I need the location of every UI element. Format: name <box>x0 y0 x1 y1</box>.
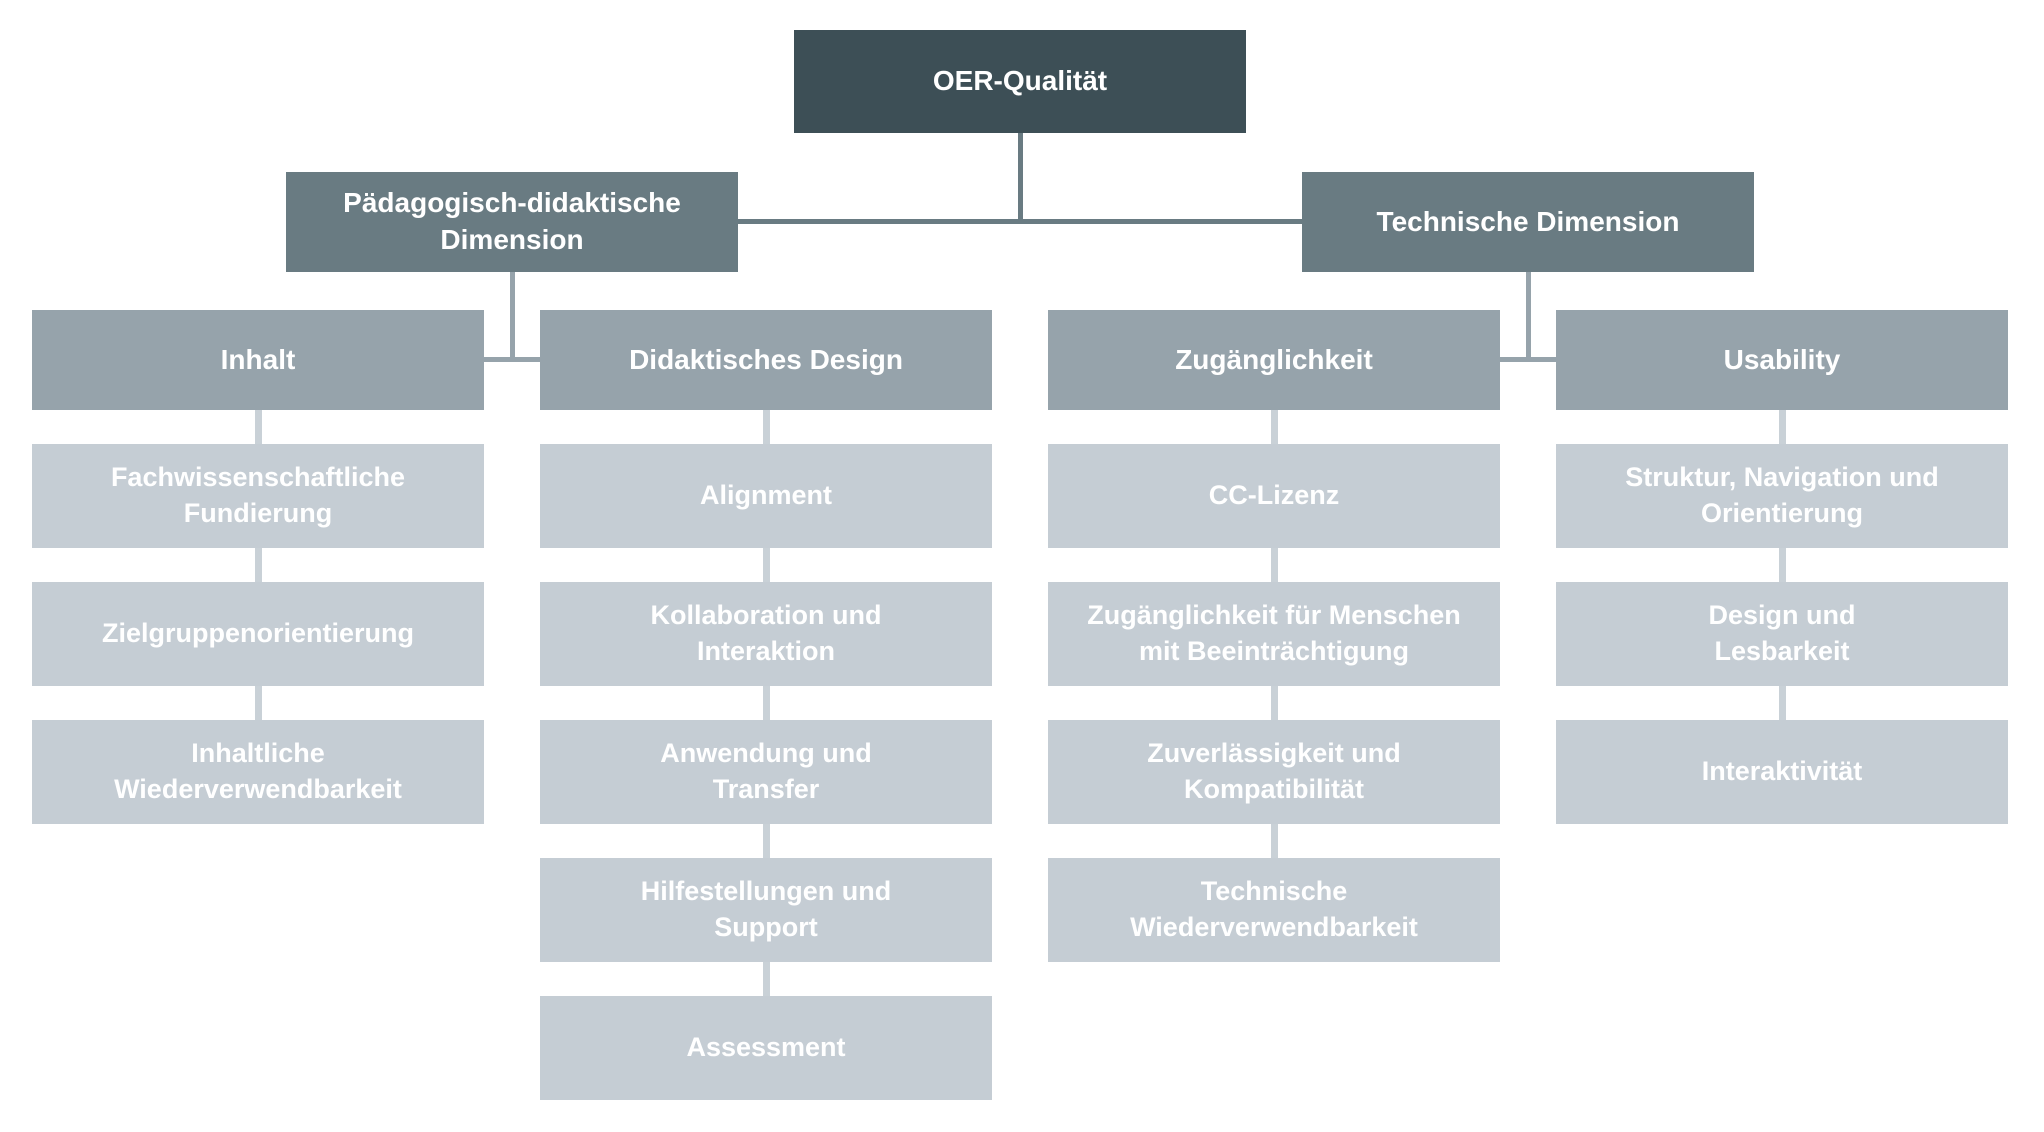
item-node-zugaenglichkeit-fuer-menschen: Zugänglichkeit für Menschen mit Beeinträ… <box>1048 582 1500 686</box>
item-node-anwendung-und-transfer: Anwendung und Transfer <box>540 720 992 824</box>
connector-stub <box>762 962 770 996</box>
item-node-cc-lizenz: CC-Lizenz <box>1048 444 1500 548</box>
connector-stub <box>762 410 770 444</box>
connector-stub <box>1778 548 1786 582</box>
connector-stub <box>1270 410 1278 444</box>
connector-stub <box>1270 824 1278 858</box>
connector-stub <box>254 686 262 720</box>
item-node-design-und-lesbarkeit: Design und Lesbarkeit <box>1556 582 2008 686</box>
connector-stub <box>254 548 262 582</box>
connector-stub <box>762 686 770 720</box>
column-zugaenglichkeit: Zugänglichkeit CC-Lizenz Zugänglichkeit … <box>1048 310 1500 962</box>
root-node-oer-qualitaet: OER-Qualität <box>794 30 1246 133</box>
item-node-zuverlaessigkeit-und-kompatibilitaet: Zuverlässigkeit und Kompatibilität <box>1048 720 1500 824</box>
category-node-zugaenglichkeit: Zugänglichkeit <box>1048 310 1500 410</box>
item-node-zielgruppenorientierung: Zielgruppenorientierung <box>32 582 484 686</box>
item-node-technische-wiederverwendbarkeit: Technische Wiederverwendbarkeit <box>1048 858 1500 962</box>
column-usability: Usability Struktur, Navigation und Orien… <box>1556 310 2008 824</box>
connector-stub <box>1778 410 1786 444</box>
item-node-inhaltliche-wiederverwendbarkeit: Inhaltliche Wiederverwendbarkeit <box>32 720 484 824</box>
item-node-assessment: Assessment <box>540 996 992 1100</box>
connector-stub <box>1778 686 1786 720</box>
category-node-inhalt: Inhalt <box>32 310 484 410</box>
connector-stub <box>254 410 262 444</box>
item-node-alignment: Alignment <box>540 444 992 548</box>
column-inhalt: Inhalt Fachwissenschaftliche Fundierung … <box>32 310 484 824</box>
connector-dimension1-horizontal <box>484 357 540 362</box>
connector-dimension2-horizontal <box>1500 357 1556 362</box>
category-node-didaktisches-design: Didaktisches Design <box>540 310 992 410</box>
item-node-interaktivitaet: Interaktivität <box>1556 720 2008 824</box>
connector-stub <box>762 824 770 858</box>
connector-dimension1-vertical <box>510 272 515 359</box>
item-node-kollaboration-und-interaktion: Kollaboration und Interaktion <box>540 582 992 686</box>
connector-root-vertical <box>1018 133 1023 221</box>
item-node-fachwissenschaftliche-fundierung: Fachwissenschaftliche Fundierung <box>32 444 484 548</box>
connector-dimension2-vertical <box>1526 272 1531 359</box>
connector-stub <box>1270 686 1278 720</box>
category-node-usability: Usability <box>1556 310 2008 410</box>
connector-root-horizontal <box>738 219 1302 224</box>
dimension-node-paedagogisch-didaktisch: Pädagogisch-didaktische Dimension <box>286 172 738 272</box>
item-node-struktur-navigation-orientierung: Struktur, Navigation und Orientierung <box>1556 444 2008 548</box>
dimension-node-technisch: Technische Dimension <box>1302 172 1754 272</box>
item-node-hilfestellungen-und-support: Hilfestellungen und Support <box>540 858 992 962</box>
column-didaktisches-design: Didaktisches Design Alignment Kollaborat… <box>540 310 992 1100</box>
connector-stub <box>1270 548 1278 582</box>
connector-stub <box>762 548 770 582</box>
